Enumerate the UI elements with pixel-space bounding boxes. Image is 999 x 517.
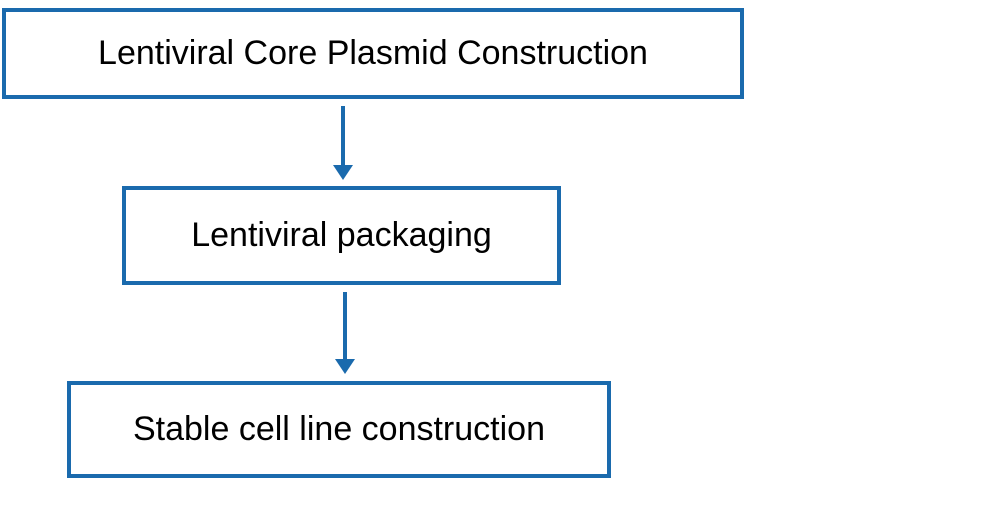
flow-node-lentiviral-packaging: Lentiviral packaging <box>122 186 561 285</box>
flow-node-stable-cell-line-construction: Stable cell line construction <box>67 381 611 478</box>
flow-node-label: Lentiviral Core Plasmid Construction <box>98 33 648 72</box>
flow-node-lentiviral-core-plasmid-construction: Lentiviral Core Plasmid Construction <box>2 8 744 99</box>
arrowhead-down-icon <box>335 359 355 374</box>
down-arrow-connector-2 <box>334 292 356 374</box>
flow-node-label: Lentiviral packaging <box>191 215 492 254</box>
arrow-stem <box>343 292 347 360</box>
down-arrow-connector-1 <box>332 106 354 180</box>
arrow-stem <box>341 106 345 166</box>
arrowhead-down-icon <box>333 165 353 180</box>
flow-node-label: Stable cell line construction <box>132 409 545 448</box>
